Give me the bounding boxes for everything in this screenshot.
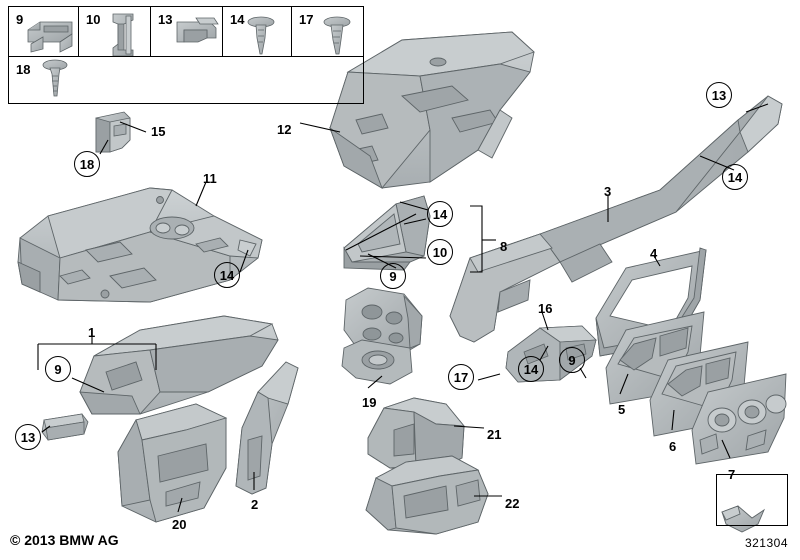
callout-num-13-top: 13 [706,82,732,108]
callout-num-4: 4 [650,246,658,261]
part-1-lower-trim [79,315,279,415]
legend-divider-1 [78,6,80,56]
callout-num-12: 12 [277,122,292,137]
part-7-control-panel [691,373,787,465]
callout-num-20: 20 [172,517,187,532]
callout-num-15: 15 [151,124,166,139]
part-13-clip [41,413,89,441]
callout-num-8: 8 [500,239,508,254]
copyright-text: © 2013 BMW AG [10,532,119,548]
copyright-notice: © 2013 BMW AG [10,532,119,548]
legend-icon-17 [323,16,351,55]
callout-num-16: 16 [538,301,553,316]
callout-num-14-top: 14 [722,164,748,190]
part-11-tray [17,187,263,303]
part-22-lower-cover [365,455,489,535]
callout-num-21: 21 [487,427,502,442]
legend-number-14: 14 [230,12,245,27]
legend-number-17: 17 [299,12,314,27]
legend-number-10: 10 [86,12,101,27]
part-12-panel [329,31,535,190]
callout-num-9-left: 9 [45,356,71,382]
arrow-logo-box [716,474,788,526]
callout-num-5: 5 [618,402,626,417]
callout-num-3: 3 [604,184,612,199]
legend-icon-18 [42,59,68,97]
legend-divider-4 [291,6,293,56]
legend-number-13: 13 [158,12,173,27]
part-3-trim-strip [449,95,783,343]
callout-num-14-bottom: 14 [518,356,544,382]
legend-icon-14 [247,16,275,55]
legend-icon-13 [176,17,219,43]
callout-num-18-left: 18 [74,151,100,177]
legend-number-9: 9 [16,12,24,27]
callout-num-9-center: 9 [380,263,406,289]
part-20-glovebox [117,403,228,523]
legend-icon-9 [27,21,73,53]
legend-box [8,6,364,104]
callout-num-10: 10 [427,239,453,265]
legend-divider-3 [222,6,224,56]
part-19-vent [341,287,423,385]
part-2-side-trim [235,361,299,495]
callout-num-19: 19 [362,395,377,410]
legend-number-18: 18 [16,62,31,77]
callout-num-9-bottom: 9 [559,347,585,373]
callout-num-11: 11 [203,171,217,186]
callout-num-1: 1 [88,325,96,340]
callout-num-17: 17 [448,364,474,390]
callout-num-14-mid-left: 14 [214,262,240,288]
callout-num-22: 22 [505,496,520,511]
part-21-column-cowl [367,397,466,473]
legend-divider-2 [150,6,152,56]
callout-num-6: 6 [669,439,677,454]
legend-divider-row [8,56,364,58]
callout-num-2: 2 [251,497,259,512]
leader-lines [37,103,769,513]
callout-num-14-center: 14 [427,201,453,227]
drawing-number: 321304 [744,536,788,550]
callout-num-13-left: 13 [15,424,41,450]
part-15-bracket [95,111,131,153]
